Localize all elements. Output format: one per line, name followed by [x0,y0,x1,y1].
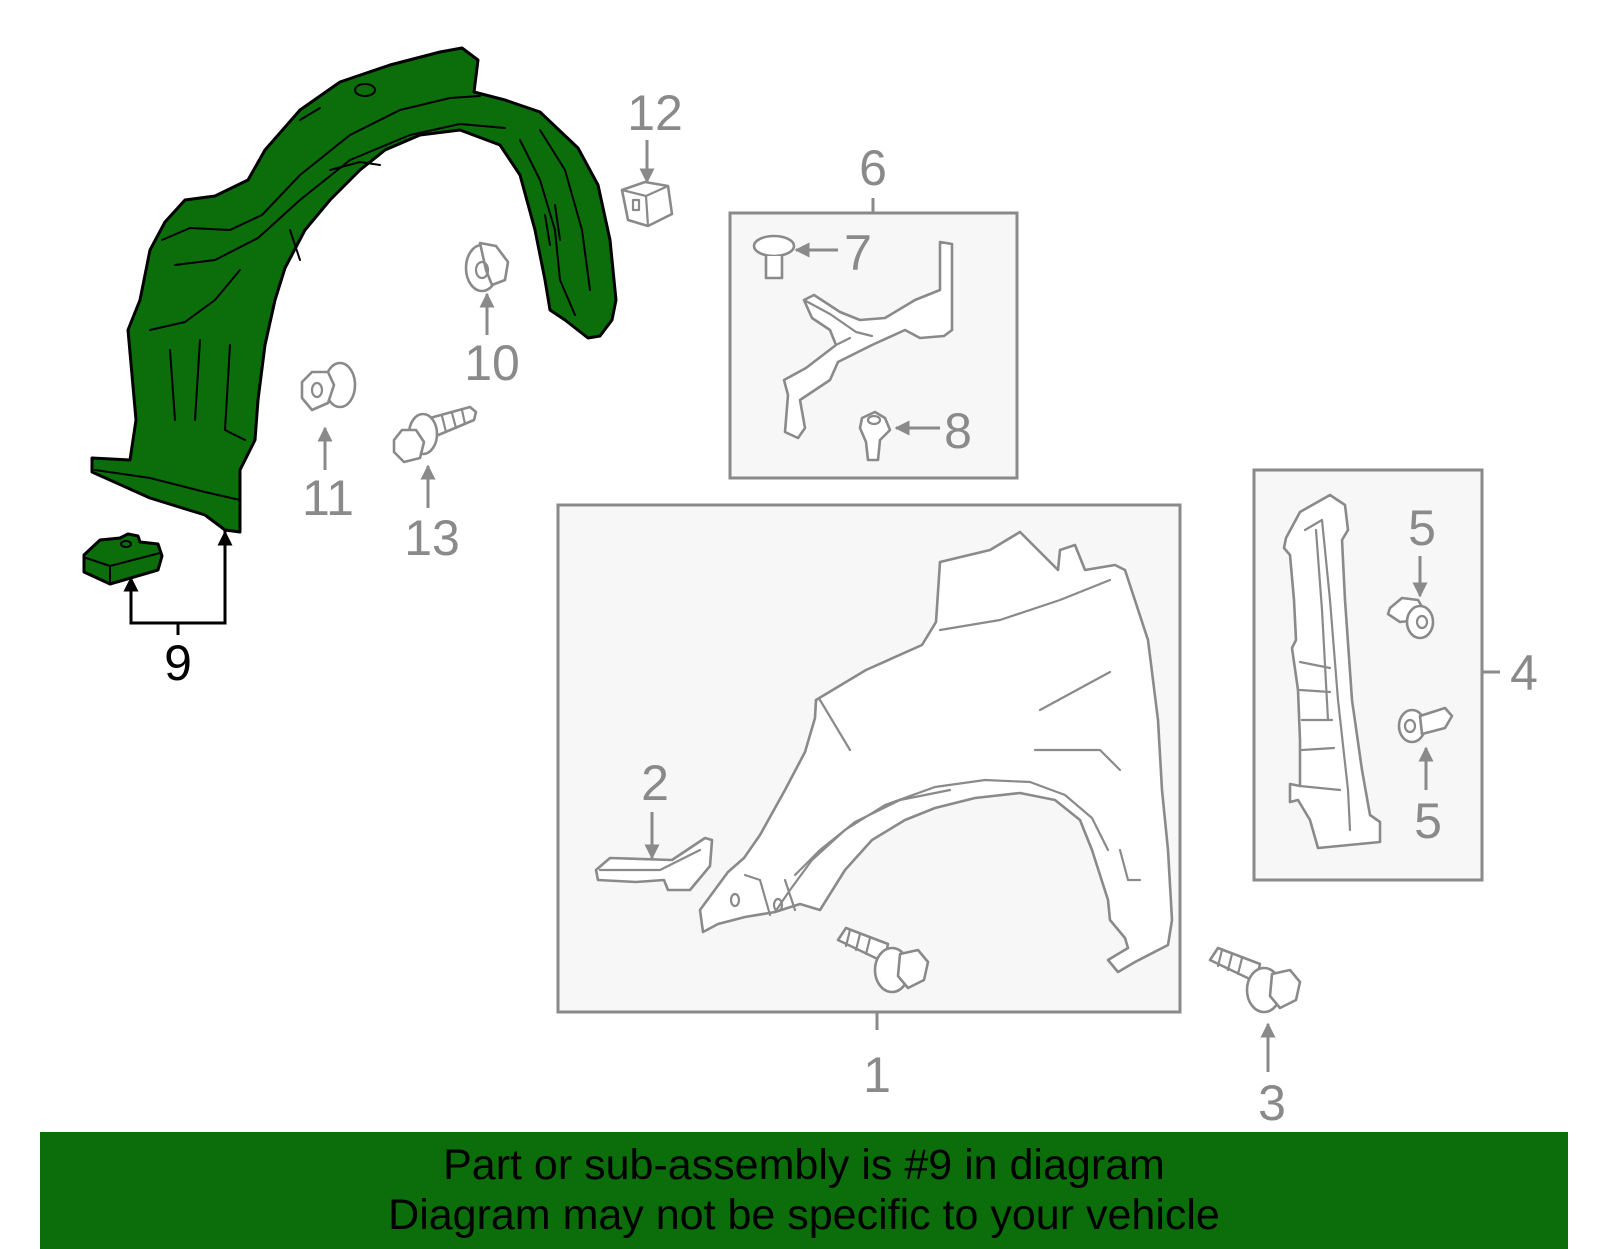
clip-part [858,410,892,462]
callout-7[interactable]: 7 [844,225,872,281]
clip-part [620,180,674,228]
clip-part [752,234,796,280]
callout-5-top[interactable]: 5 [1408,500,1436,556]
nut-part [300,361,357,412]
callout-5-bottom[interactable]: 5 [1414,793,1442,849]
bracket-part [594,836,714,892]
callout-13[interactable]: 13 [404,510,460,566]
callout-10[interactable]: 10 [464,335,520,391]
callout-3[interactable]: 3 [1258,1075,1286,1131]
callout-6[interactable]: 6 [859,140,887,196]
garnish-part [1282,493,1382,850]
callout-2[interactable]: 2 [641,755,669,811]
callout-8[interactable]: 8 [944,403,972,459]
liner-clip-part [82,532,164,586]
bolt-part [836,926,930,994]
nut-part [464,241,510,293]
bolt-part [392,405,478,464]
callout-4[interactable]: 4 [1510,645,1538,701]
notice-banner: Part or sub-assembly is #9 in diagram Di… [40,1132,1568,1249]
clip-part [1397,706,1454,744]
callout-12[interactable]: 12 [627,85,683,141]
callout-1[interactable]: 1 [863,1047,891,1103]
fender-liner-part [90,46,618,534]
callout-11[interactable]: 11 [302,470,354,526]
bracket-part [782,240,954,440]
callout-9[interactable]: 9 [164,635,192,691]
notice-line-1: Part or sub-assembly is #9 in diagram [443,1141,1165,1189]
notice-line-2: Diagram may not be specific to your vehi… [388,1191,1220,1239]
bolt-part [1208,946,1302,1014]
fender-part [698,530,1174,974]
clip-part [1386,596,1435,640]
